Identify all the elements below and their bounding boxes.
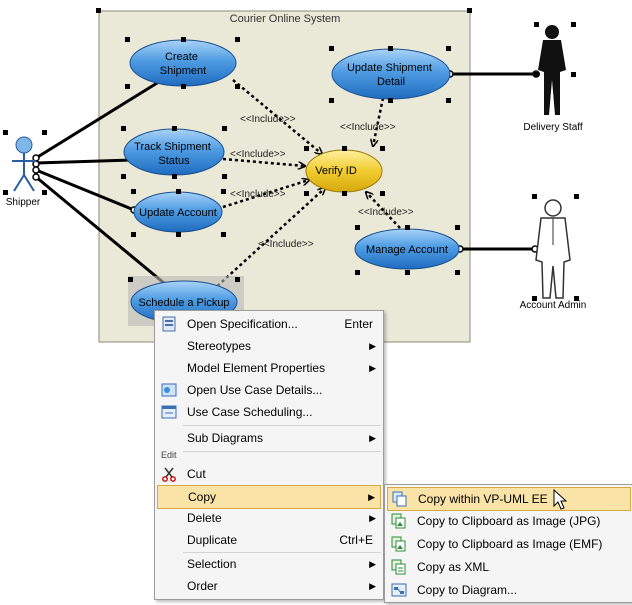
menu-item-label: Order [187,579,218,593]
menu-group-label-edit: Edit [161,450,177,460]
image-icon [391,513,407,529]
details-icon [161,382,177,398]
menu-item-label: Selection [187,557,237,571]
menu-item-label: Use Case Scheduling... [187,405,313,419]
menu-item-copy-xml[interactable]: Copy as XML [387,556,631,578]
svg-text:Update Shipment Detail: Update Shipment Detail [347,62,435,88]
image-icon [391,536,407,552]
menu-item-label: Open Use Case Details... [187,383,323,397]
association-lines [35,72,540,290]
svg-text:Create Shipment: Create Shipment [160,51,206,77]
actor-label: Account Admin [520,300,587,311]
actor-account-admin[interactable]: Account Admin [520,199,587,311]
include-label: <<Include>> [230,149,286,160]
use-case-label: Manage Account [366,244,448,256]
menu-item-label: Sub Diagrams [187,431,264,445]
specification-icon [161,316,177,332]
menu-separator [183,552,381,553]
menu-item-copy-within-vp-uml[interactable]: Copy within VP-UML EE [387,487,631,511]
actor-shipper[interactable]: Shipper [6,136,41,208]
shortcut-label: Ctrl+E [339,533,373,547]
use-case-track-shipment-status[interactable]: Track Shipment Status [123,128,225,176]
menu-item-label: Copy [188,490,217,504]
use-case-manage-account[interactable]: Manage Account [354,228,460,270]
xml-icon [391,559,407,575]
use-case-label: Detail [377,76,405,88]
submenu-arrow-icon: ▶ [369,581,376,591]
submenu-arrow-icon: ▶ [369,341,376,351]
use-case-label: Track Shipment [134,141,211,153]
menu-item-label: Copy within VP-UML EE [418,492,548,506]
system-boundary-handles[interactable] [96,8,472,13]
menu-item-open-use-case-details[interactable]: Open Use Case Details... [157,379,381,401]
scissors-icon [161,466,177,482]
scheduling-icon [161,404,177,420]
use-case-update-account[interactable]: Update Account [133,191,223,233]
menu-item-model-element-properties[interactable]: Model Element Properties ▶ [157,357,381,379]
menu-item-label: Delete [187,511,222,525]
submenu-arrow-icon: ▶ [369,433,376,443]
include-label: <<Include>> [340,122,396,133]
menu-item-stereotypes[interactable]: Stereotypes ▶ [157,335,381,357]
menu-item-copy-emf[interactable]: Copy to Clipboard as Image (EMF) [387,533,631,555]
include-dependencies [212,79,401,291]
menu-item-order[interactable]: Order ▶ [157,575,381,597]
menu-item-label: Cut [187,467,206,481]
actor-delivery-staff[interactable]: Delivery Staff [523,25,583,133]
menu-item-copy-jpg[interactable]: Copy to Clipboard as Image (JPG) [387,510,631,532]
menu-item-duplicate[interactable]: Duplicate Ctrl+E [157,529,381,551]
include-label: <<Include>> [358,207,414,218]
menu-item-label: Model Element Properties [187,361,326,375]
menu-separator [183,451,381,452]
use-case-label: Verify ID [315,165,357,177]
actor-label: Shipper [6,197,41,208]
use-case-label: Update Shipment [347,62,432,74]
use-case-label: Update Account [139,207,217,219]
copy-submenu: Copy within VP-UML EE Copy to Clipboard … [384,484,632,603]
menu-item-label: Copy to Clipboard as Image (EMF) [417,537,603,551]
menu-item-cut[interactable]: Cut [157,463,381,485]
copy-icon [392,491,408,507]
menu-item-copy[interactable]: Copy ▶ [157,485,381,509]
svg-text:Track Shipment Status: Track Shipment Status [134,141,214,167]
include-label: <<Include>> [240,114,296,125]
use-case-label: Shipment [160,65,206,77]
use-case-label: Schedule a Pickup [138,297,229,309]
use-case-label: Create [165,51,198,63]
shortcut-label: Enter [344,317,373,331]
use-case-label: Status [158,155,190,167]
actor-label: Delivery Staff [523,122,583,133]
include-label: <<Include>> [258,239,314,250]
use-case-verify-id[interactable]: Verify ID [305,149,383,193]
menu-item-selection[interactable]: Selection ▶ [157,553,381,575]
submenu-arrow-icon: ▶ [369,513,376,523]
mouse-cursor-icon [553,489,567,510]
menu-item-sub-diagrams[interactable]: Sub Diagrams ▶ [157,427,381,449]
use-case-create-shipment[interactable]: Create Shipment [129,39,237,87]
menu-item-copy-to-diagram[interactable]: Copy to Diagram... [387,579,631,601]
menu-item-label: Copy as XML [417,560,490,574]
menu-item-label: Duplicate [187,533,238,547]
diagram-icon [391,582,407,598]
menu-item-label: Copy to Diagram... [417,583,518,597]
submenu-arrow-icon: ▶ [369,559,376,569]
menu-item-label: Copy to Clipboard as Image (JPG) [417,514,601,528]
system-boundary-title: Courier Online System [230,13,341,25]
menu-item-label: Stereotypes [187,339,252,353]
context-menu: Open Specification... Enter Stereotypes … [154,310,384,600]
submenu-arrow-icon: ▶ [368,492,375,502]
selection-handles[interactable] [3,22,579,301]
include-labels: <<Include>> <<Include>> <<Include>> <<In… [230,114,414,250]
menu-item-label: Open Specification... [187,317,298,331]
menu-separator [183,425,381,426]
menu-item-use-case-scheduling[interactable]: Use Case Scheduling... [157,401,381,423]
include-label: <<Include>> [230,189,286,200]
use-case-update-shipment-detail[interactable]: Update Shipment Detail [331,48,451,100]
submenu-arrow-icon: ▶ [369,363,376,373]
menu-item-delete[interactable]: Delete ▶ [157,507,381,529]
menu-item-open-specification[interactable]: Open Specification... Enter [157,313,381,335]
